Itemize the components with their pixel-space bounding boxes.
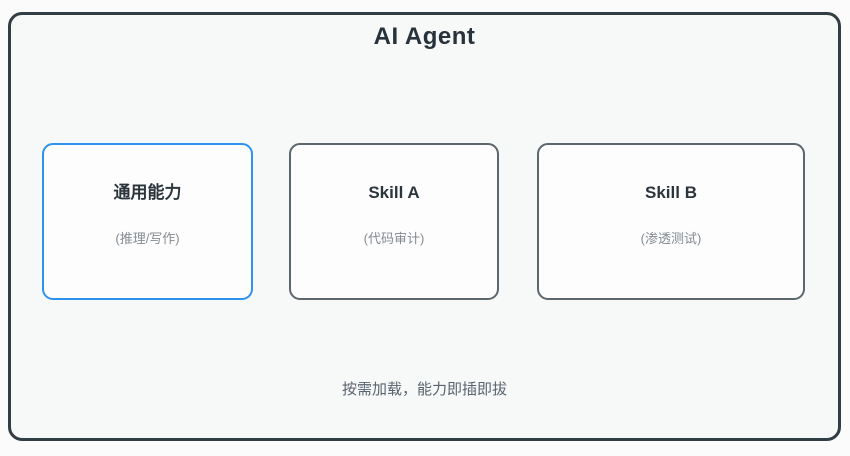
card-general-ability: 通用能力 (推理/写作) <box>42 143 253 300</box>
card-skill-b-title: Skill B <box>645 183 697 202</box>
footer-caption: 按需加载，能力即插即拔 <box>341 381 507 398</box>
card-skill-a: Skill A (代码审计) <box>289 143 499 300</box>
card-general-ability-subtitle: (推理/写作) <box>115 231 180 246</box>
panel-title: AI Agent <box>373 23 476 50</box>
card-skill-b-subtitle: (渗透测试) <box>640 231 702 246</box>
agent-panel: AI Agent 通用能力 (推理/写作) Skill A (代码审计) Ski… <box>8 12 841 441</box>
card-skill-a-subtitle: (代码审计) <box>363 231 425 246</box>
card-skill-b: Skill B (渗透测试) <box>537 143 805 300</box>
card-general-ability-title: 通用能力 <box>113 183 182 202</box>
card-skill-a-title: Skill A <box>368 183 420 202</box>
